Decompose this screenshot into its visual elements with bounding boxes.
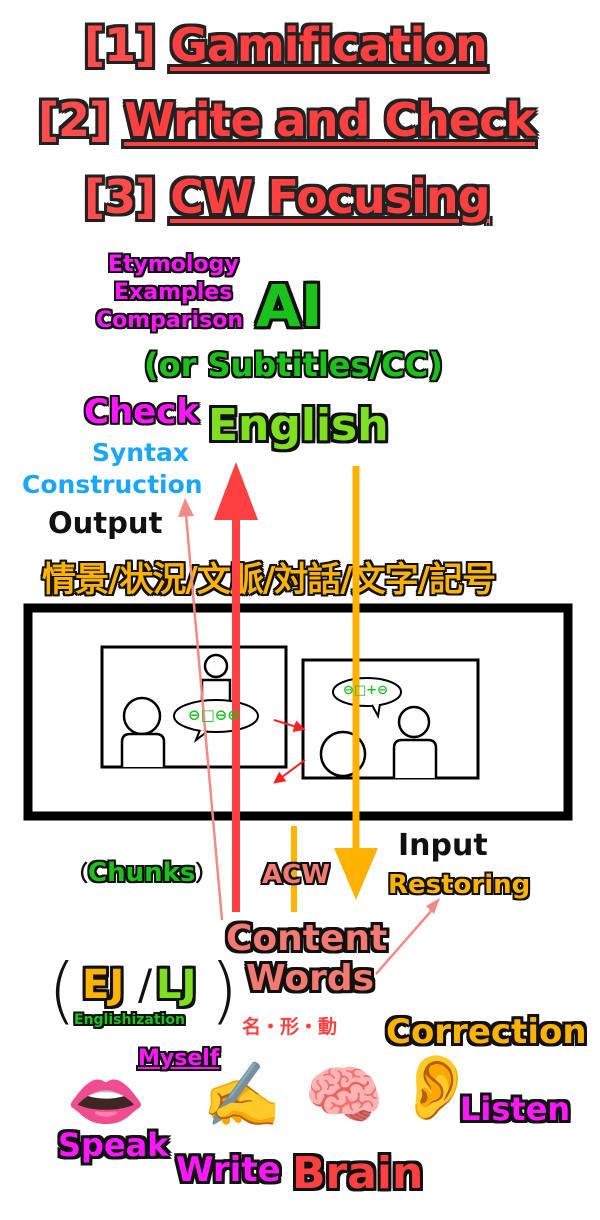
myself-label: Myself xyxy=(138,1046,220,1071)
ej-label: EJ xyxy=(82,962,125,1008)
paren-open: ( xyxy=(48,948,77,1032)
title-3-text: CW Focusing xyxy=(170,170,491,224)
syntax-label: Syntax xyxy=(92,438,190,467)
left-bubble-content: ⊖□⊖⊖ xyxy=(188,706,240,724)
brain-label: Brain xyxy=(292,1148,424,1199)
ai-label: AI xyxy=(256,272,323,340)
lips-icon: 👄 xyxy=(66,1065,146,1139)
listen-label: Listen xyxy=(460,1090,571,1128)
output-label: Output xyxy=(48,506,163,540)
chunks-open: （ xyxy=(66,862,89,887)
lj-label: LJ xyxy=(156,962,197,1008)
title-2: [2] Write and Check xyxy=(38,93,536,147)
right-speech-bubble xyxy=(332,677,402,707)
pos-label: 名・形・動 xyxy=(242,1016,338,1038)
correction-label: Correction xyxy=(386,1012,587,1052)
pink-restoring-arrow xyxy=(375,909,433,975)
words-label: Words xyxy=(246,958,375,999)
paren-close: ) xyxy=(210,948,239,1032)
title-1-text: Gamification xyxy=(170,18,488,72)
title-3: [3] CW Focusing xyxy=(84,170,491,224)
title-2-text: Write and Check xyxy=(124,93,536,147)
context-line: 情景/状況/文脈/対話/文字/記号 xyxy=(42,560,496,600)
english-label: English xyxy=(208,400,389,451)
chunks-label: Chunks xyxy=(88,858,196,888)
input-label: Input xyxy=(398,828,488,863)
ej-lj-slash: / xyxy=(138,960,153,1009)
speak-label: Speak xyxy=(58,1126,169,1164)
writing-hand-icon: ✍️ xyxy=(202,1059,282,1133)
examples-label: Examples xyxy=(114,280,233,305)
pink-check-arrow xyxy=(184,514,224,921)
title-1: [1] Gamification xyxy=(84,18,488,72)
etymology-label: Etymology xyxy=(108,252,239,277)
red-arrowhead xyxy=(214,462,258,520)
subtitles-label: (or Subtitles/CC) xyxy=(144,346,443,384)
ear-icon: 👂 xyxy=(396,1051,476,1125)
comparison-label: Comparison xyxy=(96,308,244,333)
chunks-group: （Chunks） xyxy=(66,856,217,888)
brain-icon: 🧠 xyxy=(304,1059,384,1133)
check-label: Check xyxy=(84,392,199,432)
construction-label: Construction xyxy=(22,470,203,499)
write-label: Write xyxy=(176,1150,281,1190)
right-bubble-content: ⊖□+⊖ xyxy=(343,683,388,698)
englishization-label: Englishization xyxy=(74,1012,185,1028)
acw-label: ACW xyxy=(262,860,330,890)
orange-arrowhead xyxy=(334,848,378,900)
chunks-close: ） xyxy=(195,862,218,887)
content-label: Content xyxy=(226,918,388,959)
title-3-number: [3] xyxy=(84,170,156,224)
title-2-number: [2] xyxy=(38,93,110,147)
restoring-label: Restoring xyxy=(388,870,531,900)
title-1-number: [1] xyxy=(84,18,156,72)
